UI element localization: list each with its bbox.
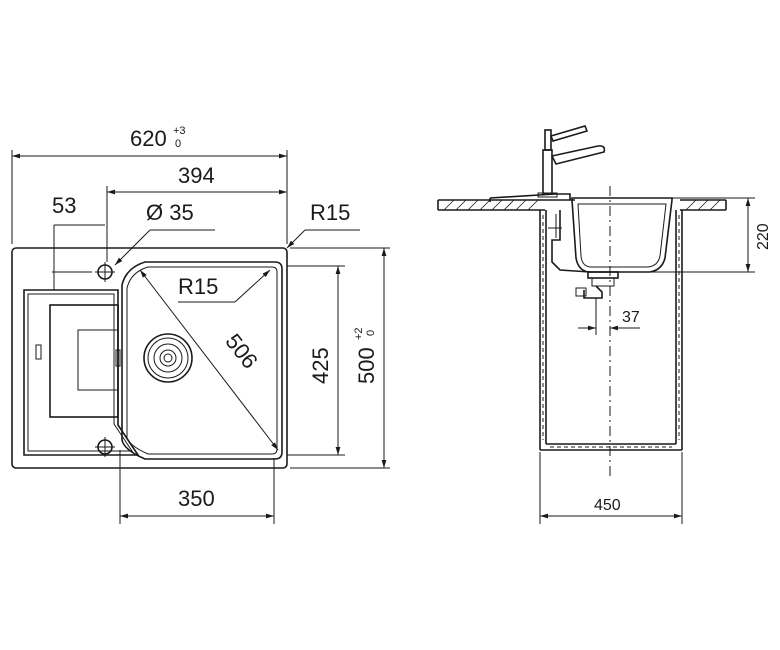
- dim-corner-radius-outer: R15: [310, 200, 350, 225]
- tap-hole-bottom: [95, 437, 115, 457]
- dim-overall-depth-tol-lower: 0: [365, 330, 377, 336]
- countertop: [437, 199, 727, 211]
- faucet: [537, 125, 606, 198]
- drainer-area: [23, 289, 140, 456]
- overflow-hose: [551, 210, 591, 273]
- dim-overall-width-tol-lower: 0: [175, 138, 181, 150]
- bowl-section: [571, 197, 673, 299]
- dim-line-506: [139, 269, 279, 451]
- side-view: 220 37 450: [437, 125, 772, 524]
- cabinet: [539, 210, 683, 451]
- dim-bowl-width: 350: [178, 486, 215, 511]
- dim-bowl-height: 220: [755, 223, 772, 250]
- dim-cabinet-width: 450: [594, 497, 621, 514]
- sink-outline: [11, 247, 288, 469]
- drainer-ribs: [49, 304, 119, 418]
- dim-overall-width-tol-upper: +3: [173, 125, 186, 137]
- bowl-outline: [121, 261, 283, 460]
- tap-hole-top: [95, 262, 115, 282]
- dim-overall-depth: 500: [354, 347, 379, 384]
- overflow-slot: [35, 344, 42, 360]
- drain: [143, 333, 193, 383]
- dim-bowl-to-edge: 394: [178, 163, 215, 188]
- dim-tap-hole-offset: 53: [52, 193, 76, 218]
- top-view: 620 +3 0 394 53 Ø 35 R15 R15 506 425: [11, 125, 390, 524]
- dim-bowl-depth: 425: [308, 347, 333, 384]
- dim-overall-depth-tol-upper: +2: [353, 327, 365, 340]
- dim-drain-offset: 37: [622, 309, 640, 326]
- dim-corner-radius-bowl: R15: [178, 274, 218, 299]
- dim-diagonal: 506: [220, 329, 262, 373]
- dim-tap-hole-diameter: Ø 35: [146, 200, 194, 225]
- dim-overall-width: 620: [130, 126, 167, 151]
